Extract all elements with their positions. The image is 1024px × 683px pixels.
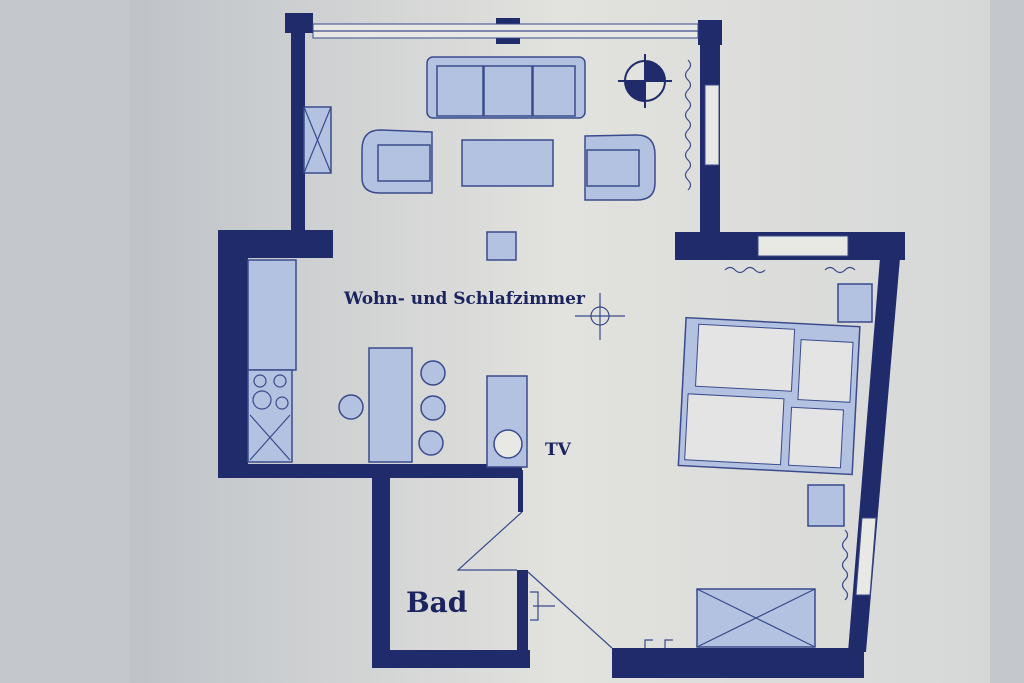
radiator-valves: [644, 639, 673, 648]
windows: [312, 23, 877, 596]
stool: [420, 360, 446, 386]
side-table: [486, 231, 517, 261]
wall-left-kitchen: [218, 230, 248, 476]
stool: [420, 395, 446, 421]
radiator-lower-right: [841, 529, 849, 601]
entrance-door: [527, 571, 613, 649]
radiator-top-right: [724, 266, 856, 274]
armchair-left: [361, 129, 433, 194]
window-right-ledge: [757, 235, 849, 257]
radiators: [684, 59, 856, 601]
wall-bath-left: [372, 476, 390, 666]
nightstand-bottom: [807, 484, 845, 527]
window-right-lower: [855, 517, 877, 596]
nightstand-top: [837, 283, 873, 323]
room-label-living-sleeping: Wohn- und Schlafzimmer: [344, 289, 585, 309]
wall-bath-bottom: [372, 650, 530, 668]
sofa: [426, 56, 586, 119]
wall-corner-top-left: [285, 13, 313, 33]
stool: [338, 394, 364, 420]
wall-bath-right-upper: [518, 470, 523, 512]
wall-bottom-right: [612, 648, 864, 678]
coffee-table: [461, 139, 554, 187]
tv-label: TV: [545, 440, 571, 460]
wardrobe: [696, 588, 816, 648]
compass-icon: [618, 54, 672, 108]
wall-bath-right: [517, 570, 528, 665]
dining-table: [368, 347, 413, 463]
door-handle-icon: [530, 591, 555, 621]
room-label-bathroom: Bad: [406, 586, 468, 619]
window-right-upper: [704, 84, 720, 166]
center-crosshair-icon: [575, 293, 625, 340]
radiator-right: [684, 59, 692, 191]
stove: [247, 369, 293, 463]
tv-cabinet: [486, 375, 528, 468]
kitchen-counter: [247, 259, 297, 371]
stool: [418, 430, 444, 456]
wall-kitchen-bottom: [218, 464, 522, 478]
armchair-right: [584, 134, 656, 201]
bathroom-door: [456, 511, 523, 571]
wall-left-upper: [291, 30, 305, 232]
stools: [338, 360, 446, 456]
bed: [677, 316, 861, 476]
wall-corner-top-right: [698, 20, 722, 45]
